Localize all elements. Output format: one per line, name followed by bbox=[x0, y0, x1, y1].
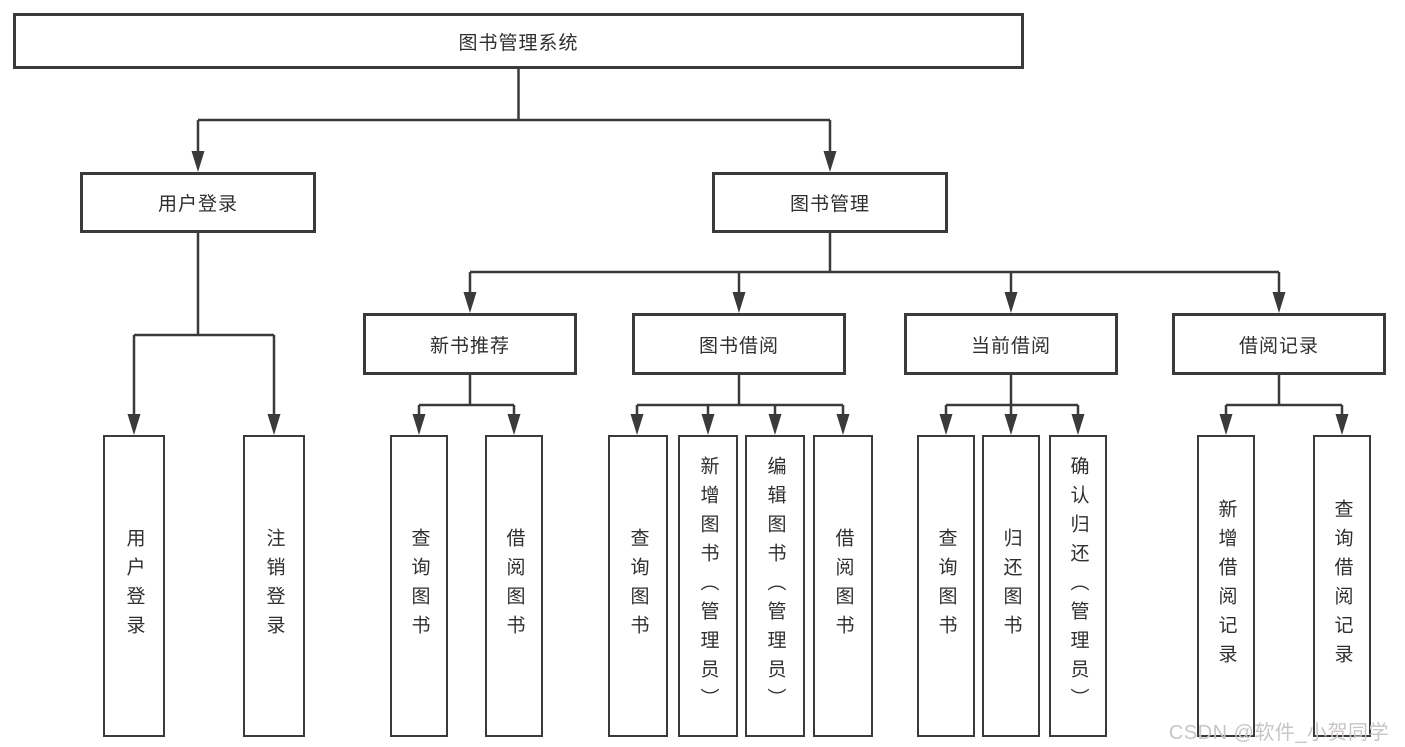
node-label: 借阅记录 bbox=[1238, 335, 1319, 357]
connector-recommend-to-leaves bbox=[412, 375, 521, 435]
node-label: 确认归还（管理员） bbox=[1067, 455, 1089, 717]
node-label: 借阅图书 bbox=[832, 528, 854, 644]
connector-records-to-leaves bbox=[1219, 375, 1349, 435]
node-label: 用户登录 bbox=[123, 528, 145, 644]
leaf-query-books-current: 查询图书 bbox=[917, 435, 975, 737]
leaf-add-book-admin: 新增图书（管理员） bbox=[678, 435, 738, 737]
node-label: 图书管理 bbox=[789, 194, 870, 215]
leaf-confirm-return-admin: 确认归还（管理员） bbox=[1049, 435, 1107, 737]
node-label: 用户登录 bbox=[157, 194, 238, 215]
node-label: 图书管理系统 bbox=[458, 32, 579, 54]
node-label: 编辑图书（管理员） bbox=[764, 455, 786, 717]
leaf-logout: 注销登录 bbox=[243, 435, 305, 737]
connector-userlogin-to-leaves bbox=[127, 233, 281, 435]
node-book-management: 图书管理 bbox=[712, 172, 948, 233]
leaf-borrow-books: 借阅图书 bbox=[813, 435, 873, 737]
node-label: 借阅图书 bbox=[503, 528, 525, 644]
node-label: 查询图书 bbox=[408, 528, 430, 644]
leaf-query-books-borrow: 查询图书 bbox=[608, 435, 668, 737]
node-label: 新增图书（管理员） bbox=[697, 455, 719, 717]
node-library-system: 图书管理系统 bbox=[13, 13, 1024, 69]
node-user-login: 用户登录 bbox=[80, 172, 316, 233]
node-new-book-recommend: 新书推荐 bbox=[363, 313, 577, 375]
node-borrow-records: 借阅记录 bbox=[1172, 313, 1386, 375]
leaf-user-login: 用户登录 bbox=[103, 435, 165, 737]
node-label: 注销登录 bbox=[263, 528, 285, 644]
node-label: 查询借阅记录 bbox=[1331, 499, 1353, 673]
node-current-borrow: 当前借阅 bbox=[904, 313, 1118, 375]
node-label: 归还图书 bbox=[1000, 528, 1022, 644]
node-label: 查询图书 bbox=[627, 528, 649, 644]
node-label: 查询图书 bbox=[935, 528, 957, 644]
connector-currentborrow-to-leaves bbox=[939, 375, 1085, 435]
leaf-borrow-books-recommend: 借阅图书 bbox=[485, 435, 543, 737]
leaf-query-borrow-record: 查询借阅记录 bbox=[1313, 435, 1371, 737]
connector-bookborrow-to-leaves bbox=[630, 375, 850, 435]
leaf-add-borrow-record: 新增借阅记录 bbox=[1197, 435, 1255, 737]
node-label: 图书借阅 bbox=[698, 335, 779, 357]
node-book-borrow: 图书借阅 bbox=[632, 313, 846, 375]
node-label: 新增借阅记录 bbox=[1215, 499, 1237, 673]
connector-root-to-level2 bbox=[191, 69, 837, 172]
leaf-return-books: 归还图书 bbox=[982, 435, 1040, 737]
watermark: CSDN @软件_小贺同学 bbox=[1168, 722, 1389, 744]
node-label: 新书推荐 bbox=[429, 335, 510, 357]
leaf-query-books-recommend: 查询图书 bbox=[390, 435, 448, 737]
connector-bookmgmt-to-level3 bbox=[463, 233, 1286, 313]
leaf-edit-book-admin: 编辑图书（管理员） bbox=[745, 435, 805, 737]
node-label: 当前借阅 bbox=[970, 335, 1051, 357]
